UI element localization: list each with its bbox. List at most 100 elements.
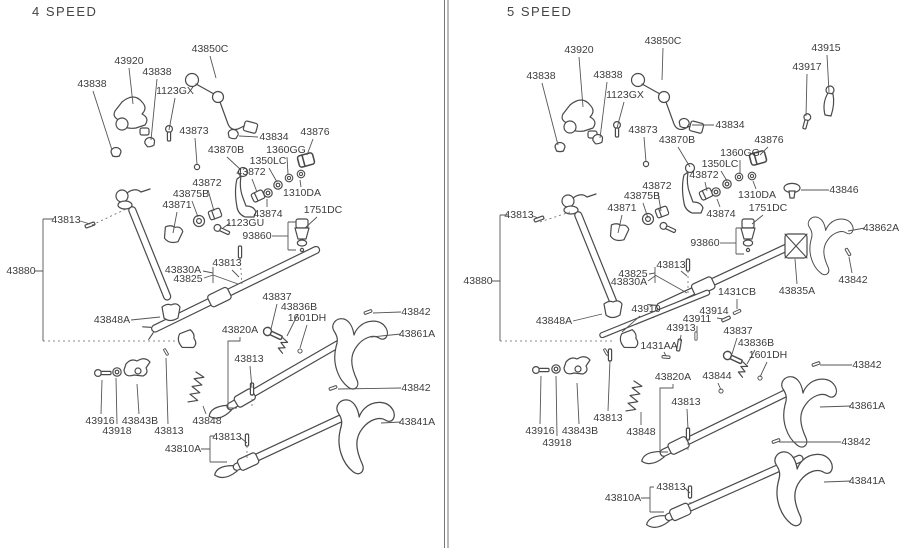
part-label-43813: 43813 bbox=[593, 412, 623, 424]
leader-line-43838 bbox=[541, 82, 559, 146]
part-label-93860: 93860 bbox=[242, 230, 272, 242]
part-label-43813: 43813 bbox=[51, 214, 81, 226]
part-label-43844: 43844 bbox=[702, 370, 732, 382]
part-label-1751dc: 1751DC bbox=[303, 204, 343, 216]
part-label-43842: 43842 bbox=[401, 382, 431, 394]
part-label-43872: 43872 bbox=[642, 180, 672, 192]
part-label-1751dc: 1751DC bbox=[748, 202, 788, 214]
part-label-43914: 43914 bbox=[699, 305, 729, 317]
part-label-43875b: 43875B bbox=[172, 188, 210, 200]
leader-line-43813 bbox=[607, 359, 611, 412]
part-label-43873: 43873 bbox=[179, 125, 209, 137]
leader-line-43871 bbox=[172, 211, 178, 234]
part-label-43910: 43910 bbox=[631, 303, 661, 315]
part-label-43830a: 43830A bbox=[164, 264, 202, 276]
part-label-43920: 43920 bbox=[564, 44, 594, 56]
leader-line-43875b bbox=[642, 202, 649, 219]
leader-line-43870b bbox=[677, 146, 691, 168]
leader-line-1123gx bbox=[168, 97, 176, 131]
leader-line-43872 bbox=[207, 189, 215, 212]
leader-line-43825 bbox=[203, 274, 214, 279]
part-label-43915: 43915 bbox=[811, 42, 841, 54]
part-label-43848: 43848 bbox=[626, 426, 656, 438]
leader-line-43813 bbox=[79, 220, 91, 225]
part-label-1310da: 1310DA bbox=[283, 187, 321, 199]
leader-line-1310da bbox=[299, 179, 302, 188]
part-label-1123gu: 1123GU bbox=[225, 217, 265, 229]
leader-line-43813 bbox=[684, 487, 691, 494]
leader-line-43920 bbox=[128, 67, 134, 105]
leader-line-43838 bbox=[599, 81, 608, 139]
leader-line-43915 bbox=[826, 54, 830, 93]
leader-line-43913 bbox=[679, 334, 682, 342]
leader-line-43873 bbox=[194, 137, 198, 165]
leader-line-1601dh bbox=[759, 361, 768, 378]
leader-line-43920 bbox=[578, 56, 584, 108]
leader-line-43813 bbox=[165, 357, 169, 425]
leader-line-1350lc bbox=[268, 167, 278, 183]
panel-title-4speed: 4 SPEED bbox=[32, 4, 98, 19]
leader-line-43918 bbox=[115, 377, 118, 425]
leader-line-43875b bbox=[191, 200, 199, 218]
part-label-43842: 43842 bbox=[841, 436, 871, 448]
leader-line-43861a bbox=[370, 333, 402, 338]
leader-line-43830a bbox=[202, 270, 214, 274]
leader-line-43841a bbox=[380, 421, 402, 424]
panel-divider bbox=[444, 0, 449, 548]
part-label-43875b: 43875B bbox=[623, 190, 661, 202]
leader-line-43813 bbox=[249, 365, 253, 389]
part-label-43911: 43911 bbox=[682, 313, 712, 325]
part-label-43836b: 43836B bbox=[280, 301, 318, 313]
part-label-1123gx: 1123GX bbox=[606, 89, 644, 101]
part-label-43873: 43873 bbox=[628, 124, 658, 136]
part-label-43836b: 43836B bbox=[737, 337, 775, 349]
leader-line-43862a bbox=[847, 227, 866, 232]
leader-line-43914 bbox=[716, 317, 724, 320]
panel-title-5speed: 5 SPEED bbox=[507, 4, 573, 19]
leader-line-43848a bbox=[130, 316, 161, 321]
part-label-1431aa: 1431AA bbox=[640, 340, 678, 352]
part-label-43862a: 43862A bbox=[862, 222, 900, 234]
leader-line-43872 bbox=[704, 181, 708, 192]
leader-line-43917 bbox=[805, 73, 808, 117]
leader-line-43873 bbox=[643, 136, 647, 163]
leader-line-43836b bbox=[286, 313, 299, 337]
part-label-43825: 43825 bbox=[618, 268, 648, 280]
leader-line-43876 bbox=[306, 138, 314, 156]
part-label-43813: 43813 bbox=[656, 481, 686, 493]
part-label-43861a: 43861A bbox=[398, 328, 436, 340]
leader-line-43838 bbox=[150, 78, 158, 141]
part-label-1350lc: 1350LC bbox=[249, 155, 287, 167]
part-label-43813: 43813 bbox=[154, 425, 184, 437]
diagram-right-art bbox=[531, 72, 854, 528]
leader-line-43850c bbox=[209, 55, 217, 79]
part-label-43838: 43838 bbox=[526, 70, 556, 82]
part-label-43837: 43837 bbox=[723, 325, 753, 337]
part-label-43871: 43871 bbox=[607, 202, 637, 214]
part-label-43813: 43813 bbox=[212, 431, 242, 443]
part-label-43850c: 43850C bbox=[191, 43, 229, 55]
leader-line-43872 bbox=[251, 178, 258, 193]
leader-line-43870b bbox=[226, 156, 242, 171]
part-label-43874: 43874 bbox=[706, 208, 736, 220]
part-label-1350lc: 1350LC bbox=[701, 158, 739, 170]
leader-line-1751dc bbox=[751, 214, 764, 225]
leader-line-43861a bbox=[819, 405, 852, 408]
part-label-43848: 43848 bbox=[192, 415, 222, 427]
leader-line-43813 bbox=[231, 269, 240, 278]
leader-line-43813 bbox=[240, 437, 248, 444]
part-label-43838: 43838 bbox=[142, 66, 172, 78]
part-label-43842: 43842 bbox=[852, 359, 882, 371]
part-label-43820a: 43820A bbox=[654, 371, 692, 383]
part-label-43842: 43842 bbox=[401, 306, 431, 318]
leader-line-43850c bbox=[661, 47, 664, 81]
part-label-43872: 43872 bbox=[192, 177, 222, 189]
leader-line-43844 bbox=[717, 382, 722, 391]
leader-line-1751dc bbox=[304, 216, 318, 229]
leader-line-43842 bbox=[337, 387, 402, 390]
leader-line-43910 bbox=[621, 315, 641, 333]
leader-line-43848a bbox=[572, 313, 603, 322]
diagram-right-leaders bbox=[492, 211, 744, 513]
